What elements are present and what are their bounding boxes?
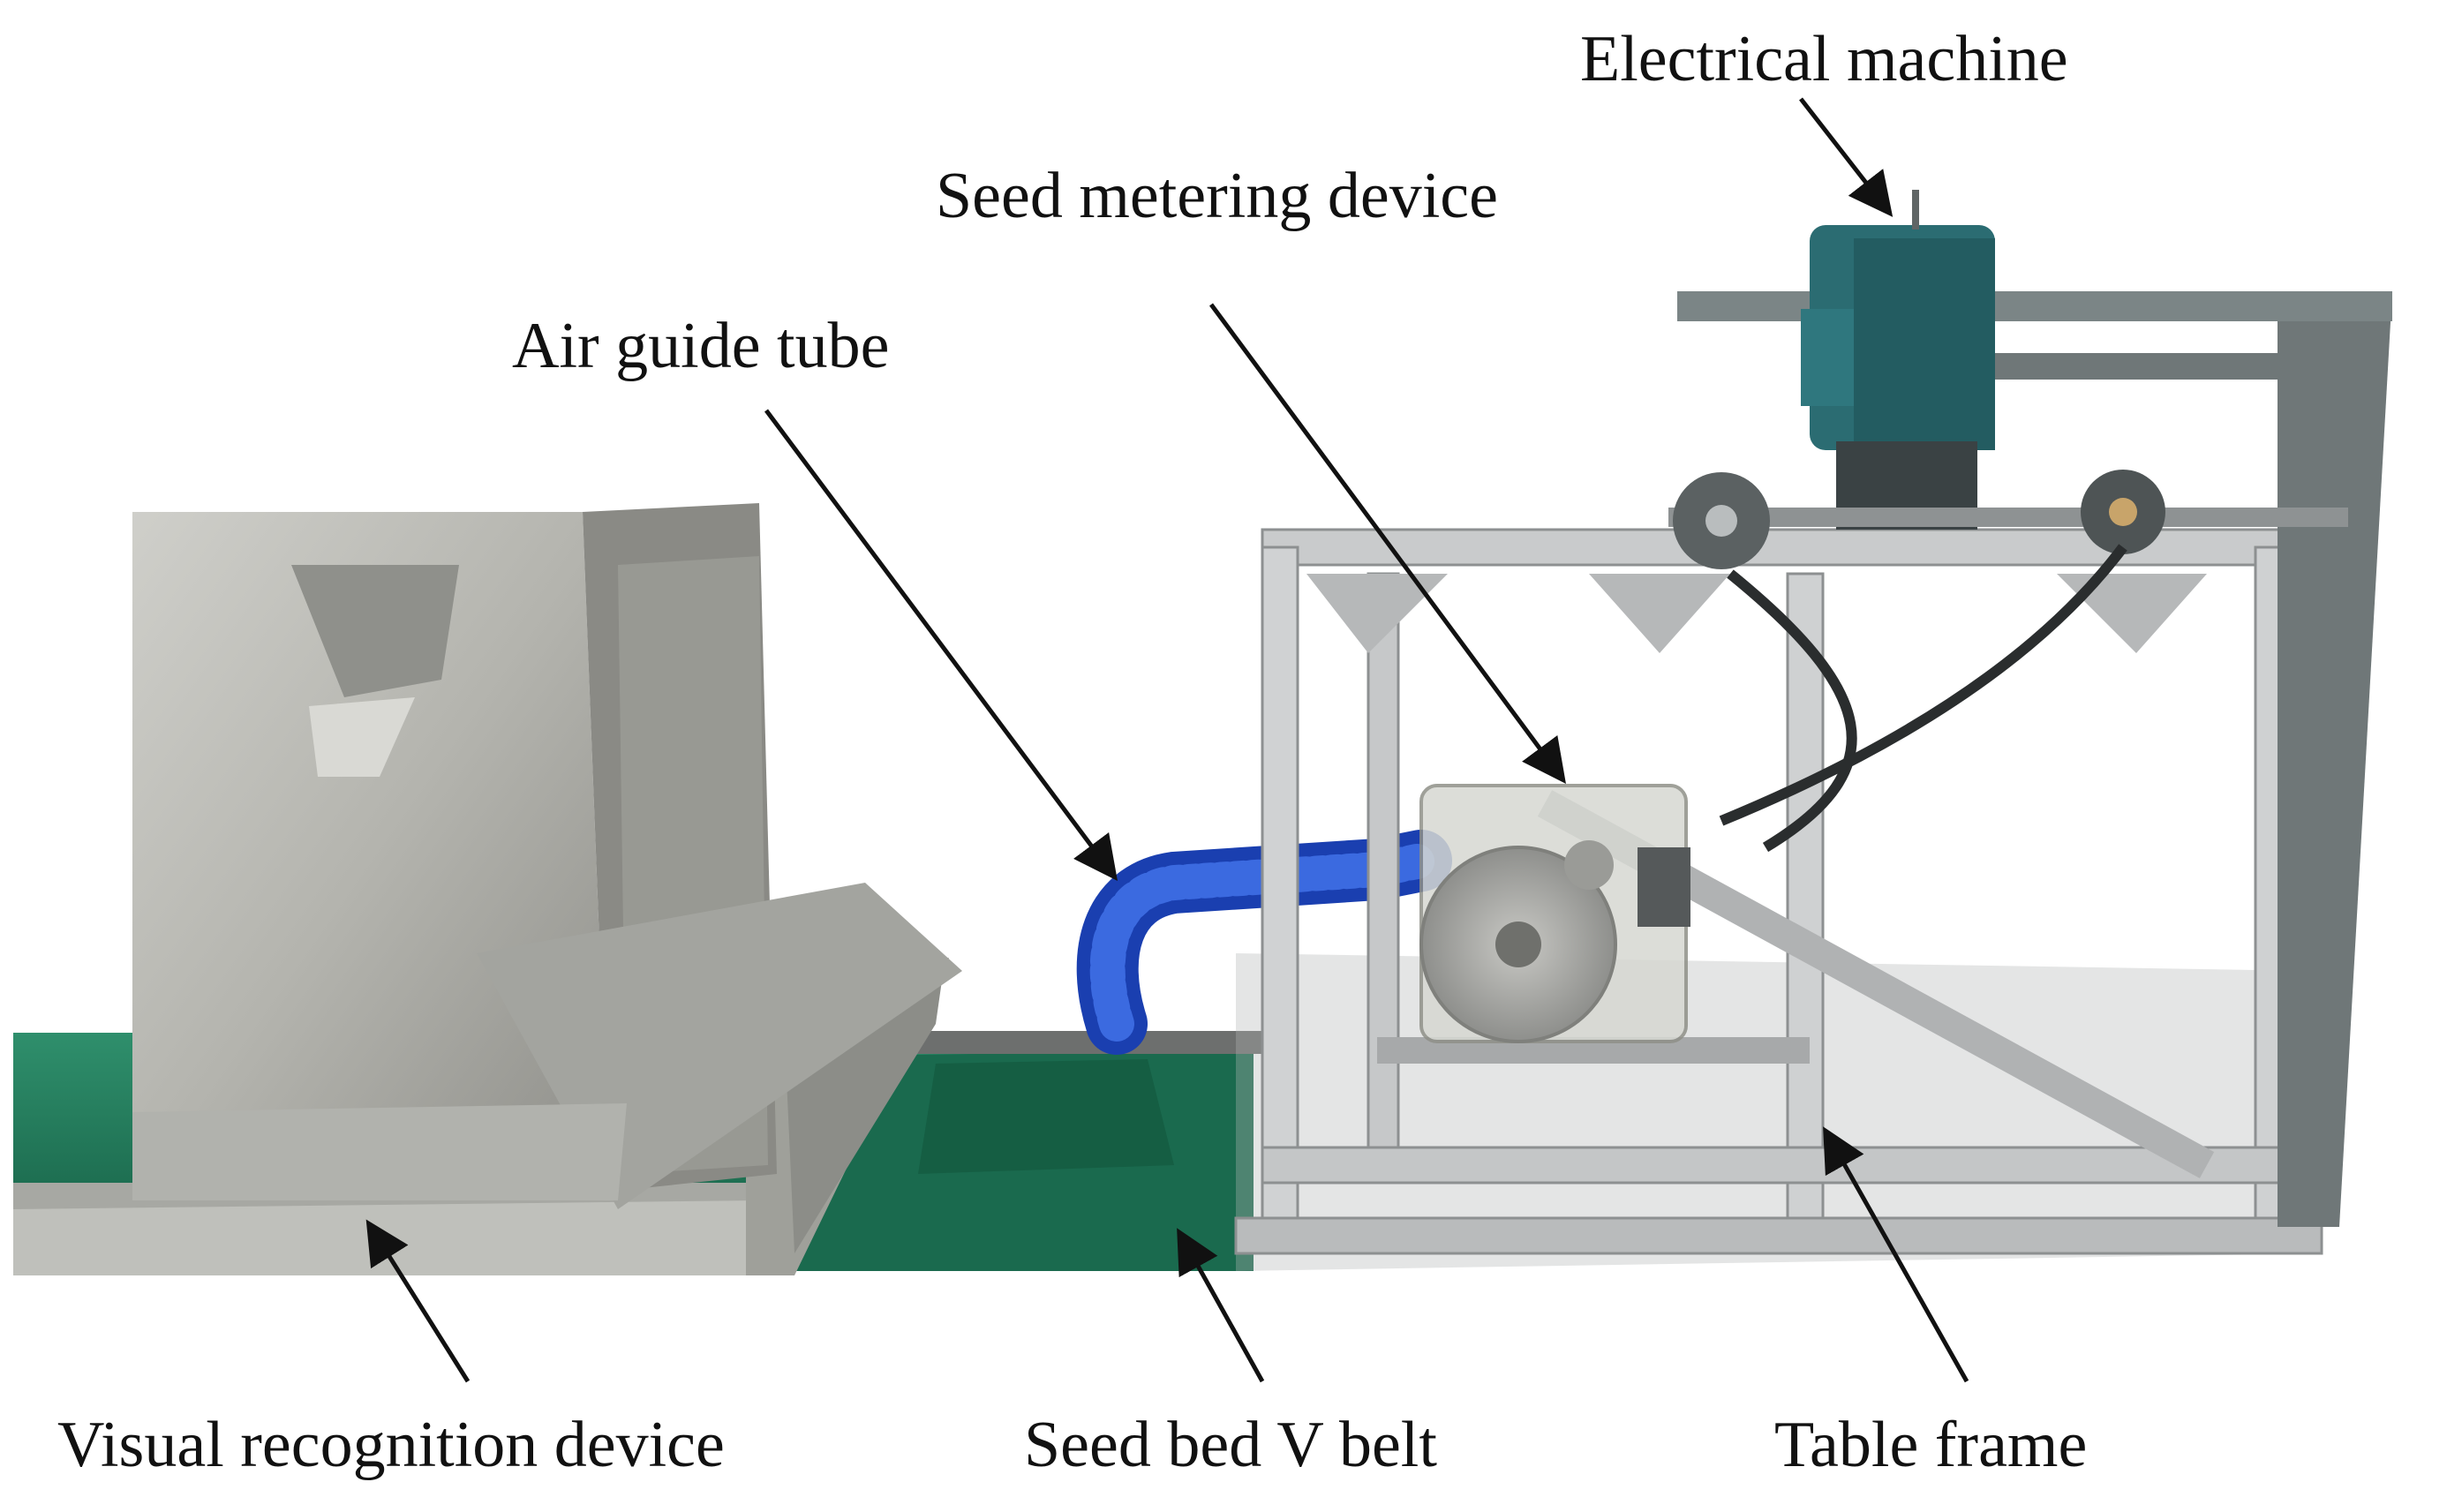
arrow-seed-bed-v-belt — [1177, 1228, 1265, 1383]
arrow-table-frame — [1823, 1126, 1969, 1383]
drive-sprockets — [1668, 470, 2348, 853]
label-seed-metering-device: Seed metering device — [936, 160, 1498, 232]
electric-motor — [1801, 190, 1995, 530]
label-visual-recognition-device: Visual recognition device — [57, 1409, 725, 1481]
label-seed-bed-v-belt: Seed bed V belt — [1024, 1409, 1437, 1481]
seed-metering-device — [1419, 784, 1690, 1043]
label-electrical-machine: Electrical machine — [1580, 23, 2068, 95]
air-guide-tube — [1076, 830, 1452, 1055]
arrow-seed-metering-device — [1208, 303, 1566, 785]
label-air-guide-tube: Air guide tube — [512, 310, 890, 382]
arrow-visual-recognition-device — [365, 1219, 471, 1383]
annotation-arrows — [365, 97, 1969, 1383]
arrow-air-guide-tube — [764, 409, 1118, 882]
table-frame — [1234, 528, 2323, 1271]
visual-recognition-box — [132, 503, 962, 1209]
label-table-frame: Table frame — [1774, 1409, 2088, 1481]
arrow-electrical-machine — [1799, 97, 1894, 217]
